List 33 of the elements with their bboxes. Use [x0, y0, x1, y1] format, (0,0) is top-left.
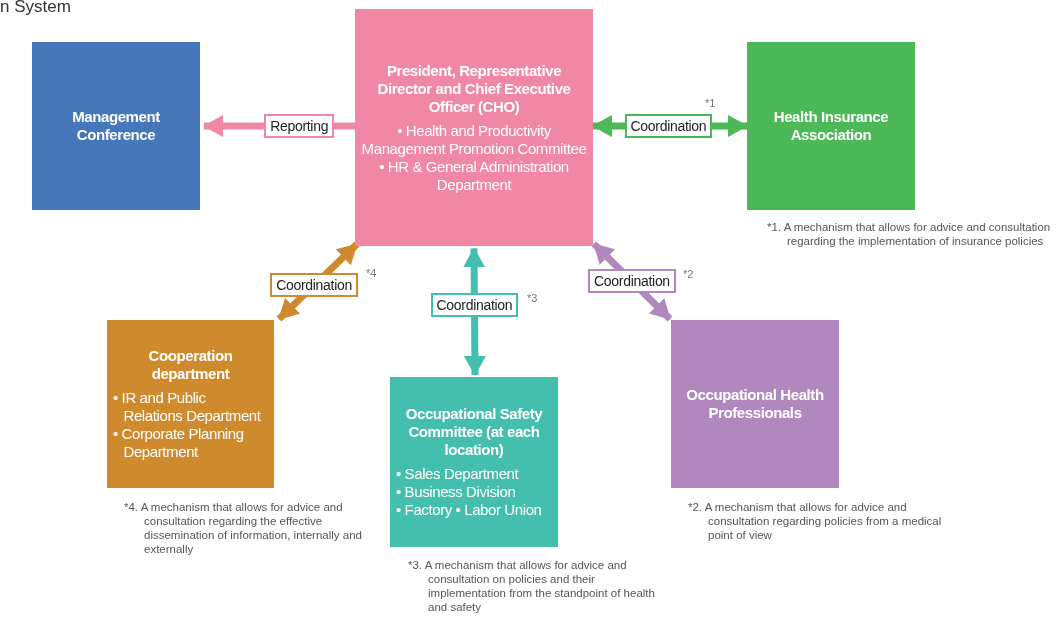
- edge-label: Coordination: [624, 114, 713, 139]
- org-box: [32, 42, 200, 210]
- box-heading: Occupational Safety Committee (at each location): [404, 405, 544, 459]
- diagram-title: n System: [0, 0, 71, 17]
- footnote-mark: *1: [705, 97, 716, 109]
- edge-label: Reporting: [264, 114, 335, 139]
- org-box: [671, 320, 839, 488]
- footnote: *2. A mechanism that allows for advice and consultation regarding policies from a medical point of view: [688, 500, 943, 542]
- edge-label: Coordination: [430, 293, 519, 318]
- list-item: • Factory • Labor Union: [396, 501, 543, 519]
- org-box: [390, 377, 558, 547]
- list-item: • Business Division: [396, 483, 517, 501]
- list-item: • Corporate Planning Department: [113, 425, 245, 461]
- footnote: *1. A mechanism that allows for advice and consultation regarding the implementation of insurance policies: [767, 220, 1052, 248]
- box-heading: Management Conference: [71, 108, 161, 144]
- box-heading: President, Representative Director and Chief Executive Officer (CHO): [376, 61, 572, 116]
- org-box: [107, 320, 274, 488]
- box-heading: Occupational Health Professionals: [685, 386, 825, 422]
- footnote-mark: *4: [366, 267, 377, 279]
- footnote: *4. A mechanism that allows for advice and consultation regarding the effective dissemination of information, internally and externally: [124, 500, 363, 556]
- footnote-mark: *2: [683, 268, 694, 280]
- footnote-mark: *3: [527, 292, 538, 304]
- list-item: • HR & General Administration Department: [378, 157, 570, 194]
- org-box: [747, 42, 915, 210]
- org-box: [355, 9, 593, 246]
- box-heading: Health Insurance Association: [772, 108, 890, 144]
- edge-label: Coordination: [270, 273, 358, 298]
- list-item: • Health and Productivity Management Promotion Committee: [361, 121, 587, 158]
- edge-label: Coordination: [588, 269, 676, 294]
- list-item: • Sales Department: [396, 465, 520, 483]
- footnote: *3. A mechanism that allows for advice and consultation on policies and their implementation from the standpoint of health and safety: [408, 558, 656, 614]
- list-item: • IR and Public Relations Department: [113, 389, 262, 425]
- box-heading: Cooperation department: [147, 347, 234, 383]
